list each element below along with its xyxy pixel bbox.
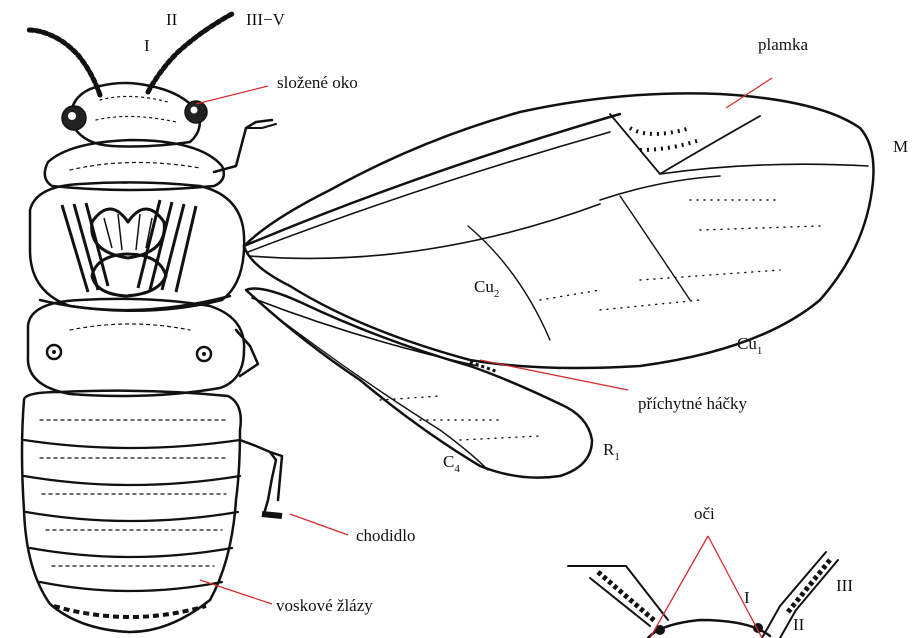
- label-antenna-iii-v: III−V: [246, 10, 286, 29]
- leader-stigma: [726, 78, 772, 108]
- label-stigma: plamka: [758, 35, 808, 54]
- inset-label-ii: II: [793, 615, 805, 634]
- abdomen: [22, 391, 241, 632]
- label-wax-glands: voskové žlázy: [276, 596, 373, 615]
- label-foot: chodidlo: [356, 526, 416, 545]
- label-m: M: [893, 137, 908, 156]
- mesothorax: [30, 182, 244, 310]
- right-antenna: [148, 14, 232, 92]
- inset-label-iii: III: [836, 576, 853, 595]
- leader-compound-eye: [196, 86, 268, 104]
- leader-foot: [290, 514, 348, 535]
- tarsus: [262, 514, 282, 516]
- metathorax: [28, 299, 244, 396]
- middle-leg: [236, 330, 258, 376]
- label-antenna-i: I: [144, 36, 150, 55]
- forewing: [244, 93, 874, 368]
- label-cu2: Cu2: [474, 277, 499, 300]
- front-leg: [214, 120, 276, 172]
- hindwing: [246, 289, 592, 478]
- head: [62, 83, 207, 147]
- wax-glands: [54, 606, 206, 617]
- inset-label-i: I: [744, 588, 750, 607]
- label-c4: C4: [443, 452, 460, 475]
- inset-label-eyes: oči: [694, 504, 715, 523]
- leader-hooks: [480, 360, 628, 390]
- stigma: [610, 114, 760, 174]
- hind-leg: [240, 440, 282, 516]
- label-compound-eye: složené oko: [277, 73, 358, 92]
- label-antenna-ii: II: [166, 10, 178, 29]
- label-r1: R1: [603, 440, 620, 463]
- label-hooks: příchytné háčky: [638, 394, 748, 413]
- left-antenna: [28, 30, 100, 95]
